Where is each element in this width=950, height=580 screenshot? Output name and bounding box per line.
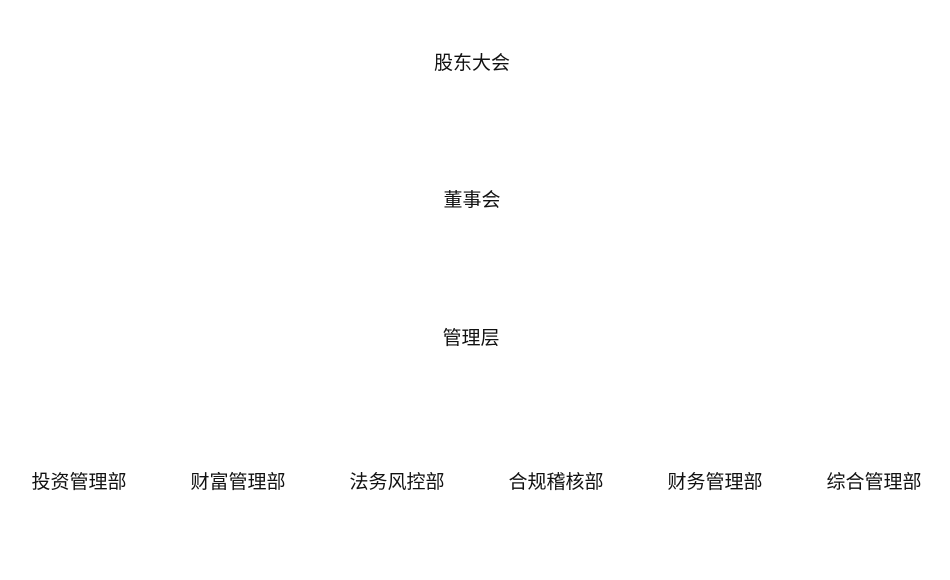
node-dept-finance: 财务管理部 (667, 471, 763, 493)
node-dept-compliance-audit: 合规稽核部 (508, 471, 604, 493)
node-dept-legal-risk: 法务风控部 (349, 471, 445, 493)
node-management: 管理层 (442, 327, 500, 349)
node-dept-investment: 投资管理部 (31, 471, 127, 493)
node-board-of-directors: 董事会 (443, 189, 501, 211)
node-shareholders-meeting: 股东大会 (433, 52, 511, 74)
node-dept-wealth: 财富管理部 (190, 471, 286, 493)
node-dept-general-admin: 综合管理部 (826, 471, 922, 493)
